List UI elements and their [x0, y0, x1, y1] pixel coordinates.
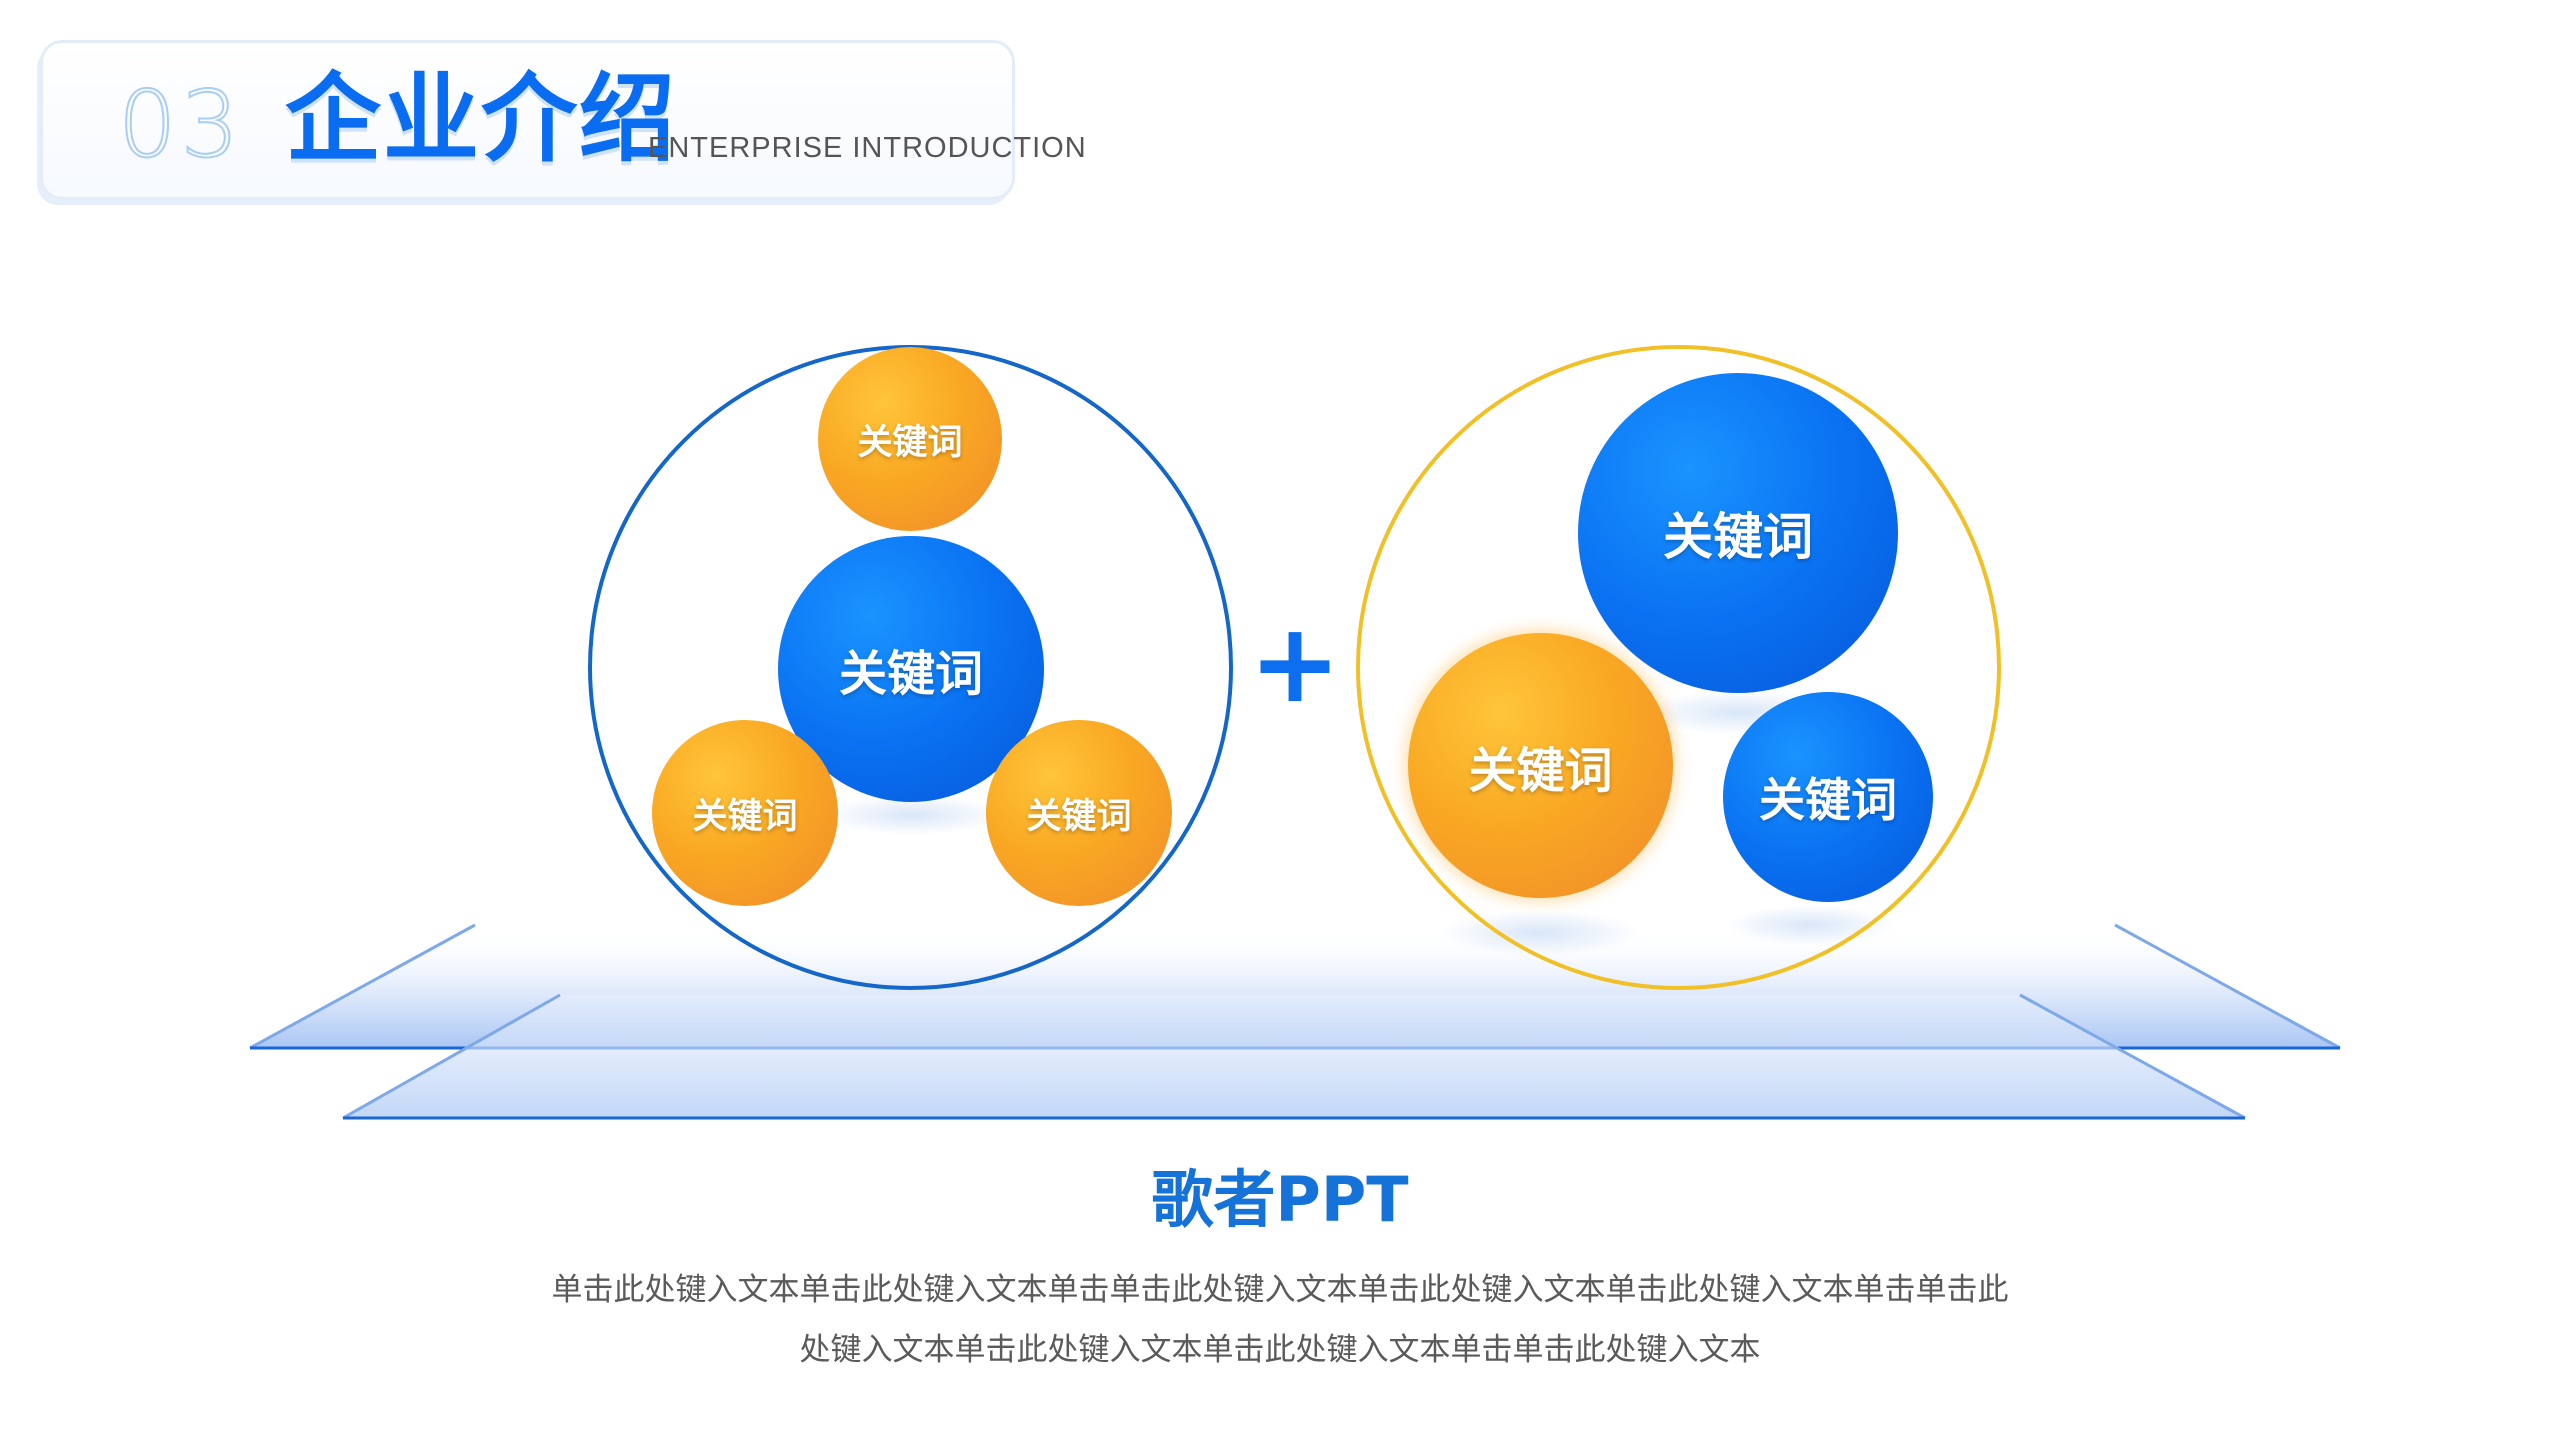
right-left-keyword-ball: 关键词 — [1408, 633, 1673, 898]
plus-icon: + — [1248, 599, 1342, 727]
right-large-keyword-ball: 关键词 — [1578, 373, 1898, 693]
left-top-keyword: 关键词 — [857, 422, 963, 463]
section-number: 03 — [117, 70, 244, 179]
page-subtitle: ENTERPRISE INTRODUCTION — [648, 132, 1087, 164]
floor-edge-left-back — [249, 923, 476, 1050]
right-group-ring — [1356, 345, 2001, 990]
floor-edge-right-front — [2019, 993, 2246, 1120]
left-top-keyword-ball: 关键词 — [818, 347, 1002, 531]
left-bottom-left-keyword: 关键词 — [692, 796, 798, 837]
page-title: 企业介绍 — [285, 63, 677, 175]
caption-title: 歌者PPT — [1151, 1163, 1409, 1236]
header-card — [40, 40, 1015, 200]
floor-edge-right-back — [2114, 923, 2341, 1050]
right-right-keyword-ball: 关键词 — [1723, 692, 1933, 902]
left-center-keyword: 关键词 — [838, 646, 983, 702]
left-bottom-right-keyword-ball: 关键词 — [986, 720, 1172, 906]
right-large-keyword: 关键词 — [1663, 508, 1813, 566]
left-center-keyword-ball: 关键词 — [778, 536, 1044, 802]
caption-body: 单击此处键入文本单击此处键入文本单击单击此处键入文本单击此处键入文本单击此处键入… — [551, 1272, 2009, 1368]
left-bottom-right-keyword: 关键词 — [1026, 796, 1132, 837]
floor-plane-front — [343, 995, 2245, 1118]
left-bottom-left-keyword-ball: 关键词 — [652, 720, 838, 906]
right-left-keyword: 关键词 — [1468, 742, 1613, 799]
right-right-keyword: 关键词 — [1759, 773, 1897, 827]
floor-edge-left-front — [342, 993, 561, 1120]
